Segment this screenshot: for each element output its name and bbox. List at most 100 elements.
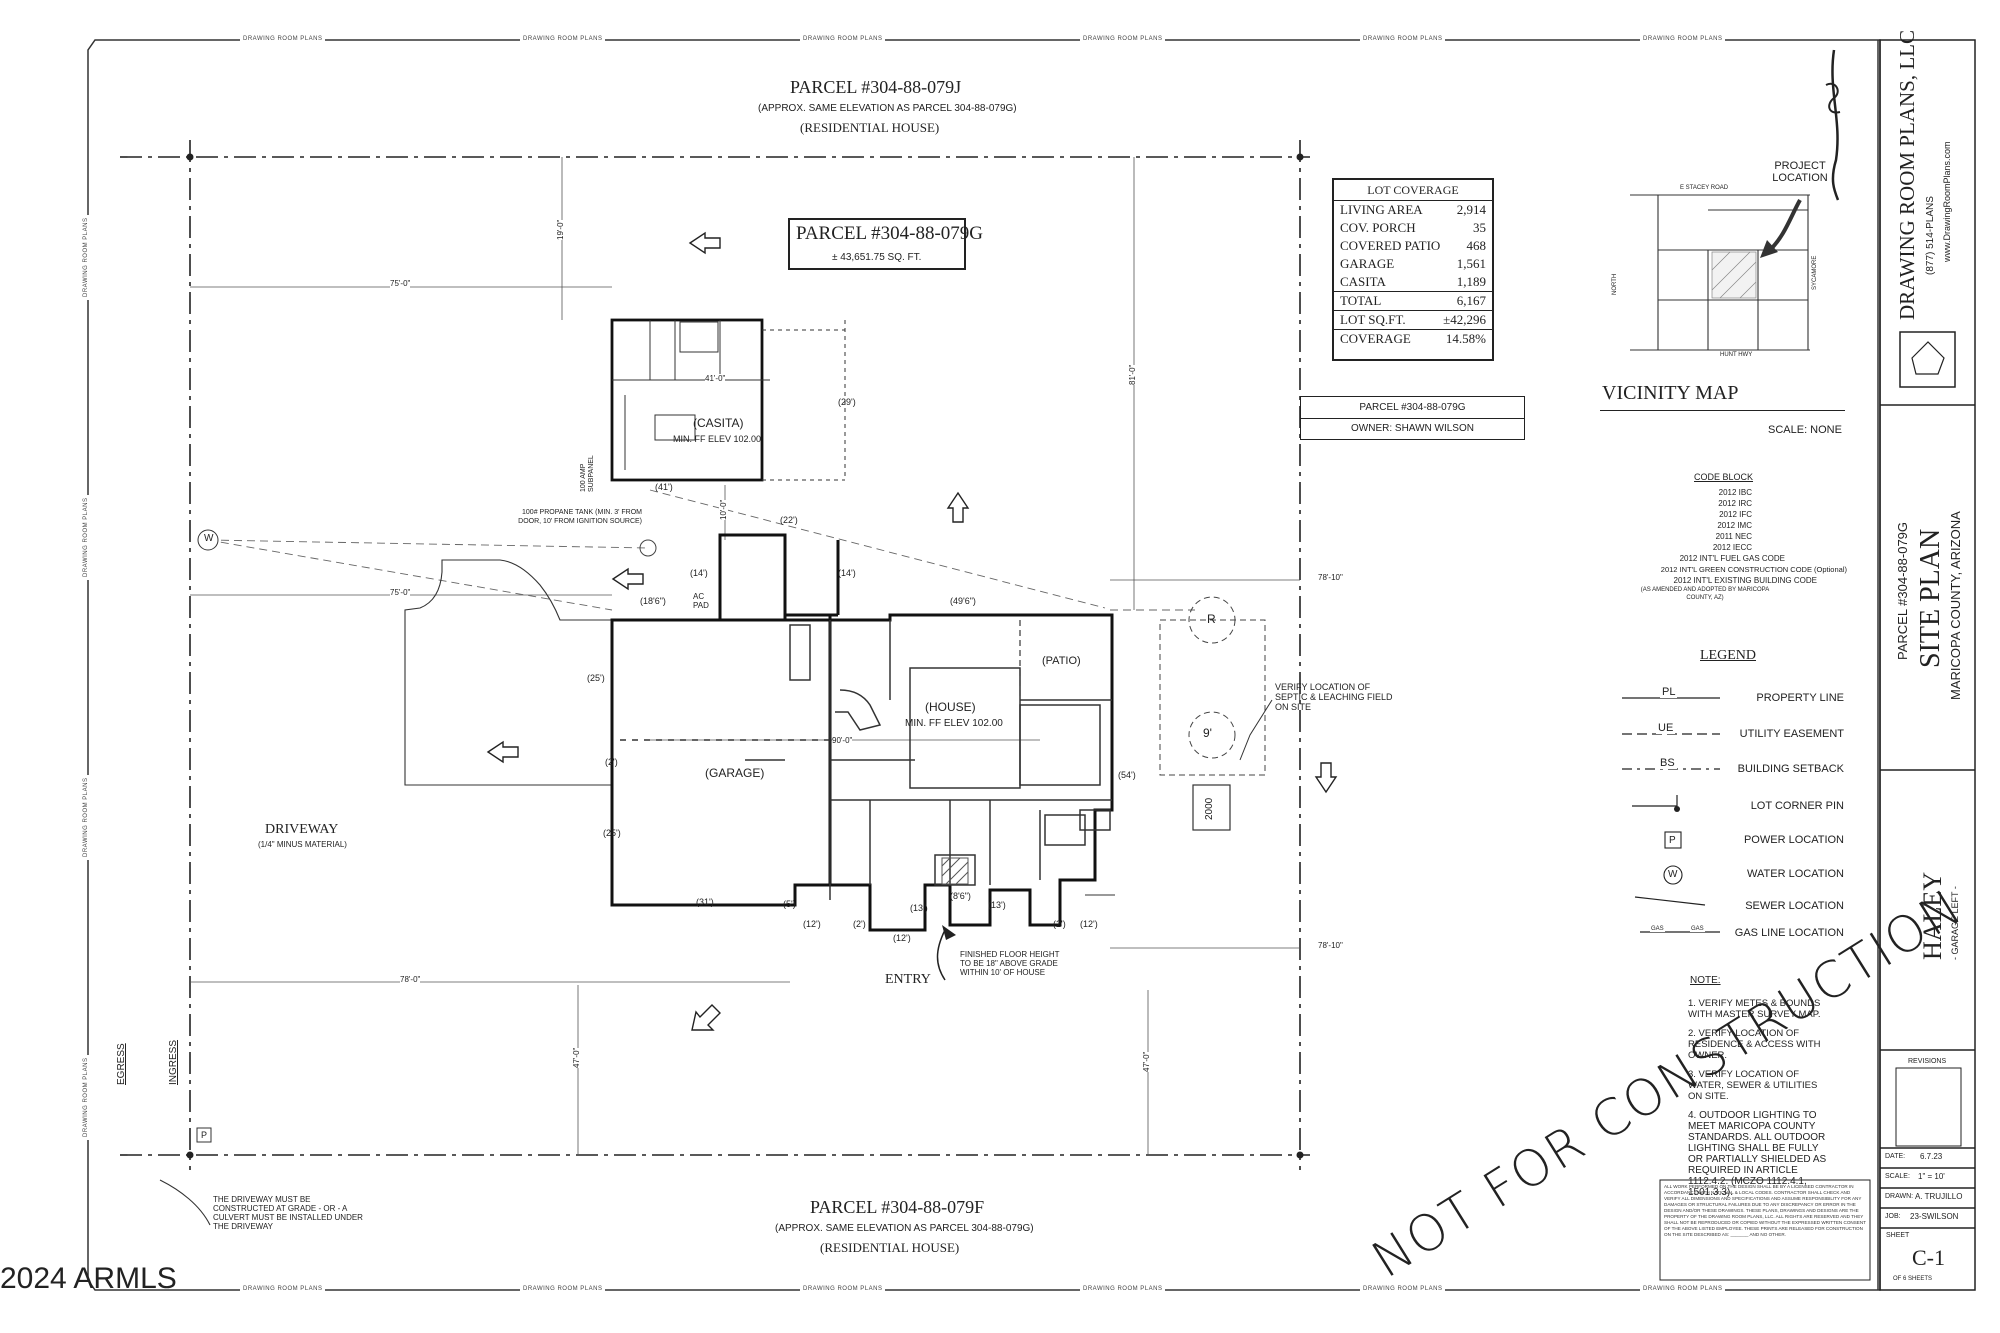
dimension: 47'-0" — [1142, 1051, 1151, 1072]
subject-parcel-box: PARCEL #304-88-079G ± 43,651.75 SQ. FT. — [788, 218, 983, 270]
vicinity-side-road: SYCAMORE — [1812, 255, 1818, 290]
dimension: 47'-0" — [572, 1047, 581, 1068]
firm-name: DRAWING ROOM PLANS, LLC — [1895, 30, 1919, 320]
border-label: DRAWING ROOM PLANS — [83, 1054, 89, 1140]
notes-list: 1. VERIFY METES & BOUNDS WITH MASTER SUR… — [1688, 998, 1833, 1198]
legend-symbol: GAS — [1690, 926, 1705, 932]
legend-label: PROPERTY LINE — [1756, 692, 1844, 704]
dimension: (13') — [988, 900, 1006, 910]
tank-9-label: 9' — [1203, 726, 1212, 740]
border-label: DRAWING ROOM PLANS — [240, 36, 326, 42]
septic-note: VERIFY LOCATION OF SEPTIC & LEACHING FIE… — [1275, 682, 1393, 712]
county: MARICOPA COUNTY, ARIZONA — [1948, 511, 1963, 700]
south-parcel-sub: (APPROX. SAME ELEVATION AS PARCEL 304-88… — [775, 1223, 1034, 1234]
note-item: 4. OUTDOOR LIGHTING TO MEET MARICOPA COU… — [1688, 1110, 1827, 1198]
driveway-label: DRIVEWAY — [265, 822, 339, 837]
border-label: DRAWING ROOM PLANS — [800, 36, 886, 42]
subject-parcel-area: ± 43,651.75 SQ. FT. — [832, 252, 922, 263]
job-label: JOB: — [1885, 1213, 1901, 1220]
notes-title: NOTE: — [1690, 975, 1721, 986]
border-label: DRAWING ROOM PLANS — [83, 494, 89, 580]
dimension: (2') — [605, 757, 618, 767]
border-label: DRAWING ROOM PLANS — [240, 1286, 326, 1292]
disclaimer-text: ALL WORK PERFORMED ON THE DESIGN SHALL B… — [1664, 1184, 1866, 1237]
dimension: (18'6") — [640, 596, 666, 606]
legend-symbol: PL — [1660, 686, 1678, 698]
border-label: DRAWING ROOM PLANS — [1640, 36, 1726, 42]
code-block-title: CODE BLOCK — [1694, 472, 1754, 482]
code-line: 2012 INT'L GREEN CONSTRUCTION CODE (Opti… — [1660, 565, 1847, 574]
dimension: (12') — [1080, 919, 1098, 929]
casita-elev: MIN. FF ELEV 102.00 — [673, 434, 762, 444]
vicinity-road-bottom: HUNT HWY — [1720, 352, 1753, 358]
legend-symbol: BS — [1658, 757, 1677, 769]
dimension: (22') — [780, 515, 798, 525]
vicinity-scale: SCALE: NONE — [1768, 424, 1842, 436]
dimension: 75'-0" — [390, 588, 411, 597]
casita-label: (CASITA) — [693, 416, 744, 430]
dimension: (12') — [803, 919, 821, 929]
dimension: 75'-0" — [390, 279, 411, 288]
code-line: 2011 NEC — [1715, 532, 1752, 541]
legend-label: WATER LOCATION — [1747, 868, 1844, 880]
job-value: 23-SWILSON — [1910, 1212, 1959, 1221]
legend-label: GAS LINE LOCATION — [1734, 927, 1844, 939]
entry-label: ENTRY — [885, 972, 931, 987]
code-line: 2012 IRC — [1718, 499, 1752, 508]
dimension: (12') — [893, 933, 911, 943]
dimension: 41'-0" — [705, 374, 726, 383]
code-block-list: 2012 IBC 2012 IRC 2012 IFC 2012 IMC 2011… — [1585, 487, 1847, 602]
dimension: 81'-0" — [1128, 364, 1137, 385]
note-item: 2. VERIFY LOCATION OF RESIDENCE & ACCESS… — [1688, 1028, 1821, 1061]
legend-symbol: UE — [1656, 722, 1676, 734]
house-label: (HOUSE) — [925, 700, 976, 714]
dimension: (14') — [838, 568, 856, 578]
legend-label: POWER LOCATION — [1743, 834, 1844, 846]
border-label: DRAWING ROOM PLANS — [1080, 36, 1166, 42]
dimension: 10'-0" — [719, 499, 728, 520]
title-block-parcel: PARCEL #304-88-079G — [1895, 521, 1910, 660]
sheet-number: C-1 — [1912, 1245, 1945, 1270]
legend-label: UTILITY EASEMENT — [1739, 728, 1844, 740]
date-label: DATE: — [1885, 1153, 1906, 1160]
south-parcel-type: (RESIDENTIAL HOUSE) — [820, 1240, 960, 1255]
ingress-label: INGRESS — [168, 1039, 179, 1085]
house-elev: MIN. FF ELEV 102.00 — [905, 718, 1003, 729]
propane-note: 100# PROPANE TANK (MIN. 3' FROM DOOR, 10… — [518, 509, 642, 525]
border-label: DRAWING ROOM PLANS — [520, 1286, 606, 1292]
border-label: DRAWING ROOM PLANS — [520, 36, 606, 42]
dimension: (49'6") — [950, 596, 976, 606]
dimension: (25') — [587, 673, 605, 683]
owner-parcel: PARCEL #304-88-079G — [1301, 397, 1524, 419]
dimension: (31') — [696, 897, 714, 907]
dimension: 78'-10" — [1318, 573, 1343, 582]
legend-label: BUILDING SETBACK — [1737, 763, 1844, 775]
owner-box: PARCEL #304-88-079G OWNER: SHAWN WILSON — [1300, 396, 1525, 440]
dimension: (29') — [838, 397, 856, 407]
dimension: (2') — [853, 919, 866, 929]
border-label: DRAWING ROOM PLANS — [83, 214, 89, 300]
border-label: DRAWING ROOM PLANS — [1640, 1286, 1726, 1292]
legend-symbol: P — [1669, 835, 1676, 846]
drawn-value: A. TRUJILLO — [1915, 1192, 1963, 1201]
water-symbol: W — [204, 533, 214, 544]
plan-sub: - GARAGE LEFT - — [1950, 886, 1960, 960]
driveway-culvert-note: THE DRIVEWAY MUST BE CONSTRUCTED AT GRAD… — [213, 1195, 363, 1231]
south-parcel-title: PARCEL #304-88-079F — [810, 1197, 985, 1217]
ac-pad-label: AC PAD — [693, 592, 709, 610]
legend-label: LOT CORNER PIN — [1750, 800, 1844, 812]
tank-r-label: R — [1207, 612, 1216, 626]
owner-name: OWNER: SHAWN WILSON — [1351, 423, 1474, 434]
dimension: 78'-10" — [1318, 941, 1343, 950]
legend-symbol: GAS — [1650, 926, 1665, 932]
subject-parcel-title: PARCEL #304-88-079G — [796, 223, 984, 244]
border-label: DRAWING ROOM PLANS — [1360, 1286, 1446, 1292]
border-label: DRAWING ROOM PLANS — [800, 1286, 886, 1292]
